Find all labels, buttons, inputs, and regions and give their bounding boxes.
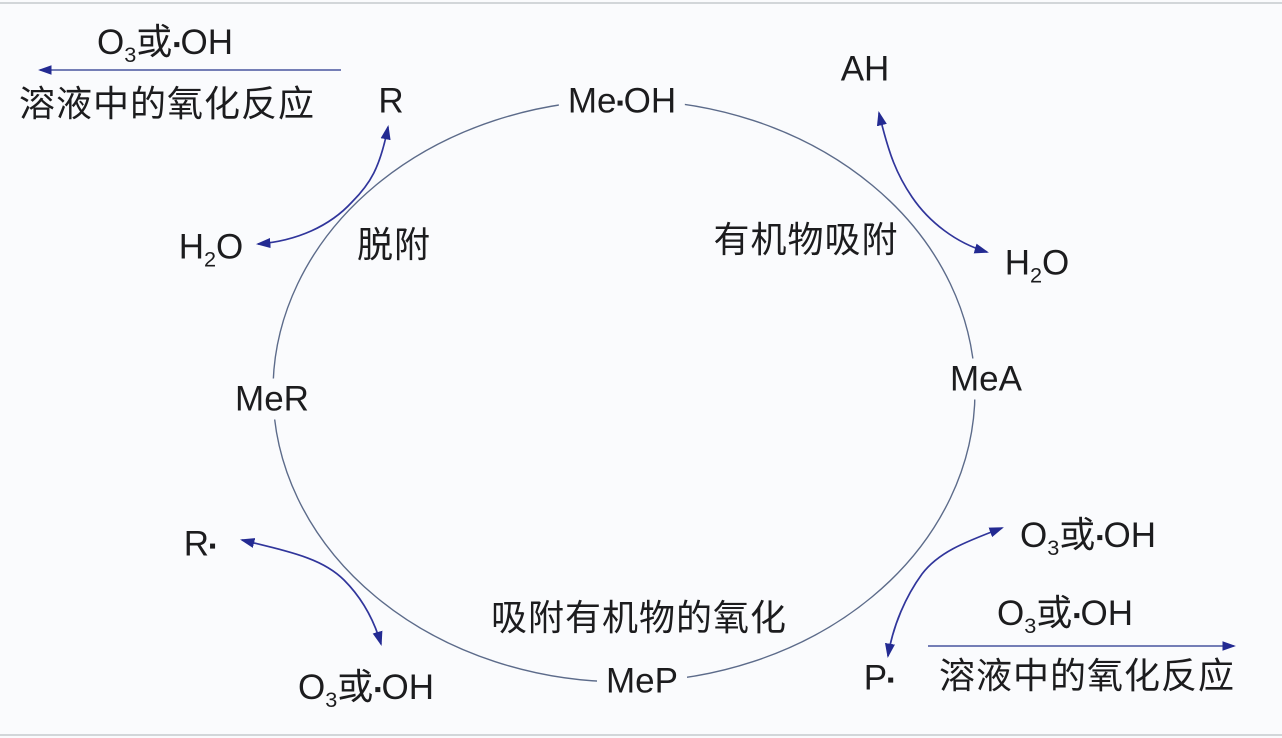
node-mep: MeP [597, 660, 687, 702]
r-radical-label: R▪ [183, 524, 217, 564]
oxidant-attack-arrows-left [240, 538, 383, 646]
cycle-circle [272, 99, 976, 683]
r-product-label: R [378, 81, 404, 121]
h2o-left-label: H2O [178, 227, 244, 272]
ah-reactant-label: AH [840, 49, 890, 89]
desorption-label: 脱附 [356, 224, 432, 265]
h2o-right-label: H2O [1004, 243, 1070, 288]
node-meoh: Me▪OH [558, 80, 686, 122]
top-edge-line [0, 2, 1282, 4]
p-radical-label: P▪ [863, 658, 895, 698]
adsorption-label: 有机物吸附 [713, 219, 899, 260]
node-mea: MeA [941, 358, 1031, 400]
desorption-arrows [255, 125, 391, 249]
node-mer: MeR [226, 378, 318, 420]
solution-reagent-left-label: O3或▪OH [96, 21, 234, 67]
bottom-edge-line [0, 734, 1282, 736]
oxidant-left-label: O3或▪OH [297, 666, 435, 712]
adsorbed-oxidation-label: 吸附有机物的氧化 [490, 597, 788, 638]
solution-oxidation-caption-right: 溶液中的氧化反应 [938, 655, 1236, 696]
solution-oxidation-caption-left: 溶液中的氧化反应 [18, 83, 316, 124]
oxidant-attack-arrows-right [884, 527, 1004, 658]
solution-reagent-right-label: O3或▪OH [996, 592, 1134, 638]
adsorption-arrows [876, 111, 989, 254]
oxidant-right-label: O3或▪OH [1019, 514, 1157, 560]
